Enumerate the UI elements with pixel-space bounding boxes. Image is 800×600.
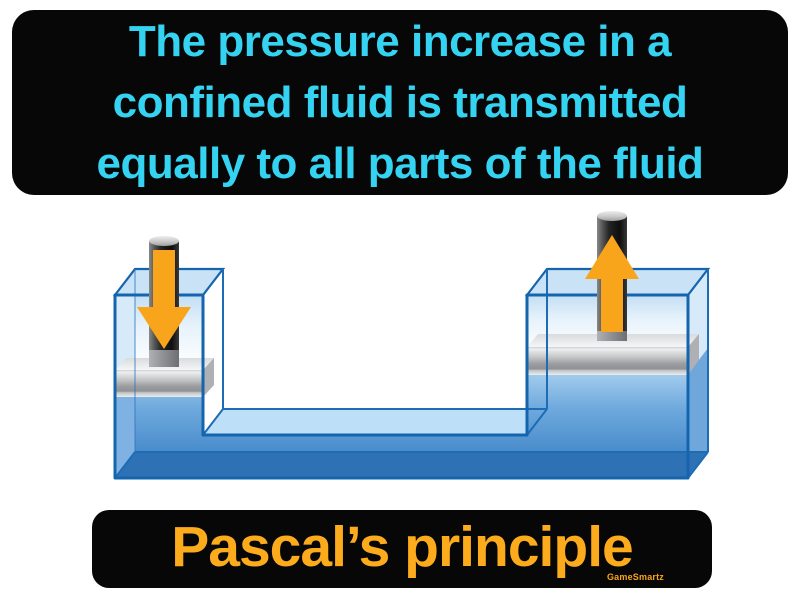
right-piston-front	[527, 347, 688, 375]
left-rod-lower	[149, 350, 179, 367]
definition-line-3: equally to all parts of the fluid	[96, 139, 704, 188]
term-banner: Pascal’s principle GameSmartz	[92, 510, 712, 588]
right-rod-lower	[597, 331, 627, 341]
right-rod-cap	[597, 211, 627, 221]
left-piston-front	[115, 370, 203, 397]
down-arrow-icon	[137, 250, 191, 349]
left-piston	[115, 358, 214, 397]
vessel-outlines	[113, 269, 709, 480]
left-rod-cap	[149, 236, 179, 246]
definition-banner: The pressure increase in a confined flui…	[12, 10, 788, 195]
channel-top-face	[203, 409, 547, 435]
right-wall-fluid	[688, 348, 708, 478]
watermark: GameSmartz	[606, 572, 664, 582]
definition-line-2: confined fluid is transmitted	[112, 78, 688, 127]
term-title: Pascal’s principle	[171, 514, 633, 579]
definition-line-1: The pressure increase in a	[128, 17, 672, 66]
up-arrow-icon	[585, 235, 639, 332]
corner-edges	[114, 408, 709, 479]
front-outline	[113, 293, 690, 480]
left-piston-side	[203, 358, 214, 397]
vessel-bottom-face	[115, 452, 708, 478]
back-edges	[135, 269, 709, 453]
right-piston-side	[688, 334, 699, 375]
